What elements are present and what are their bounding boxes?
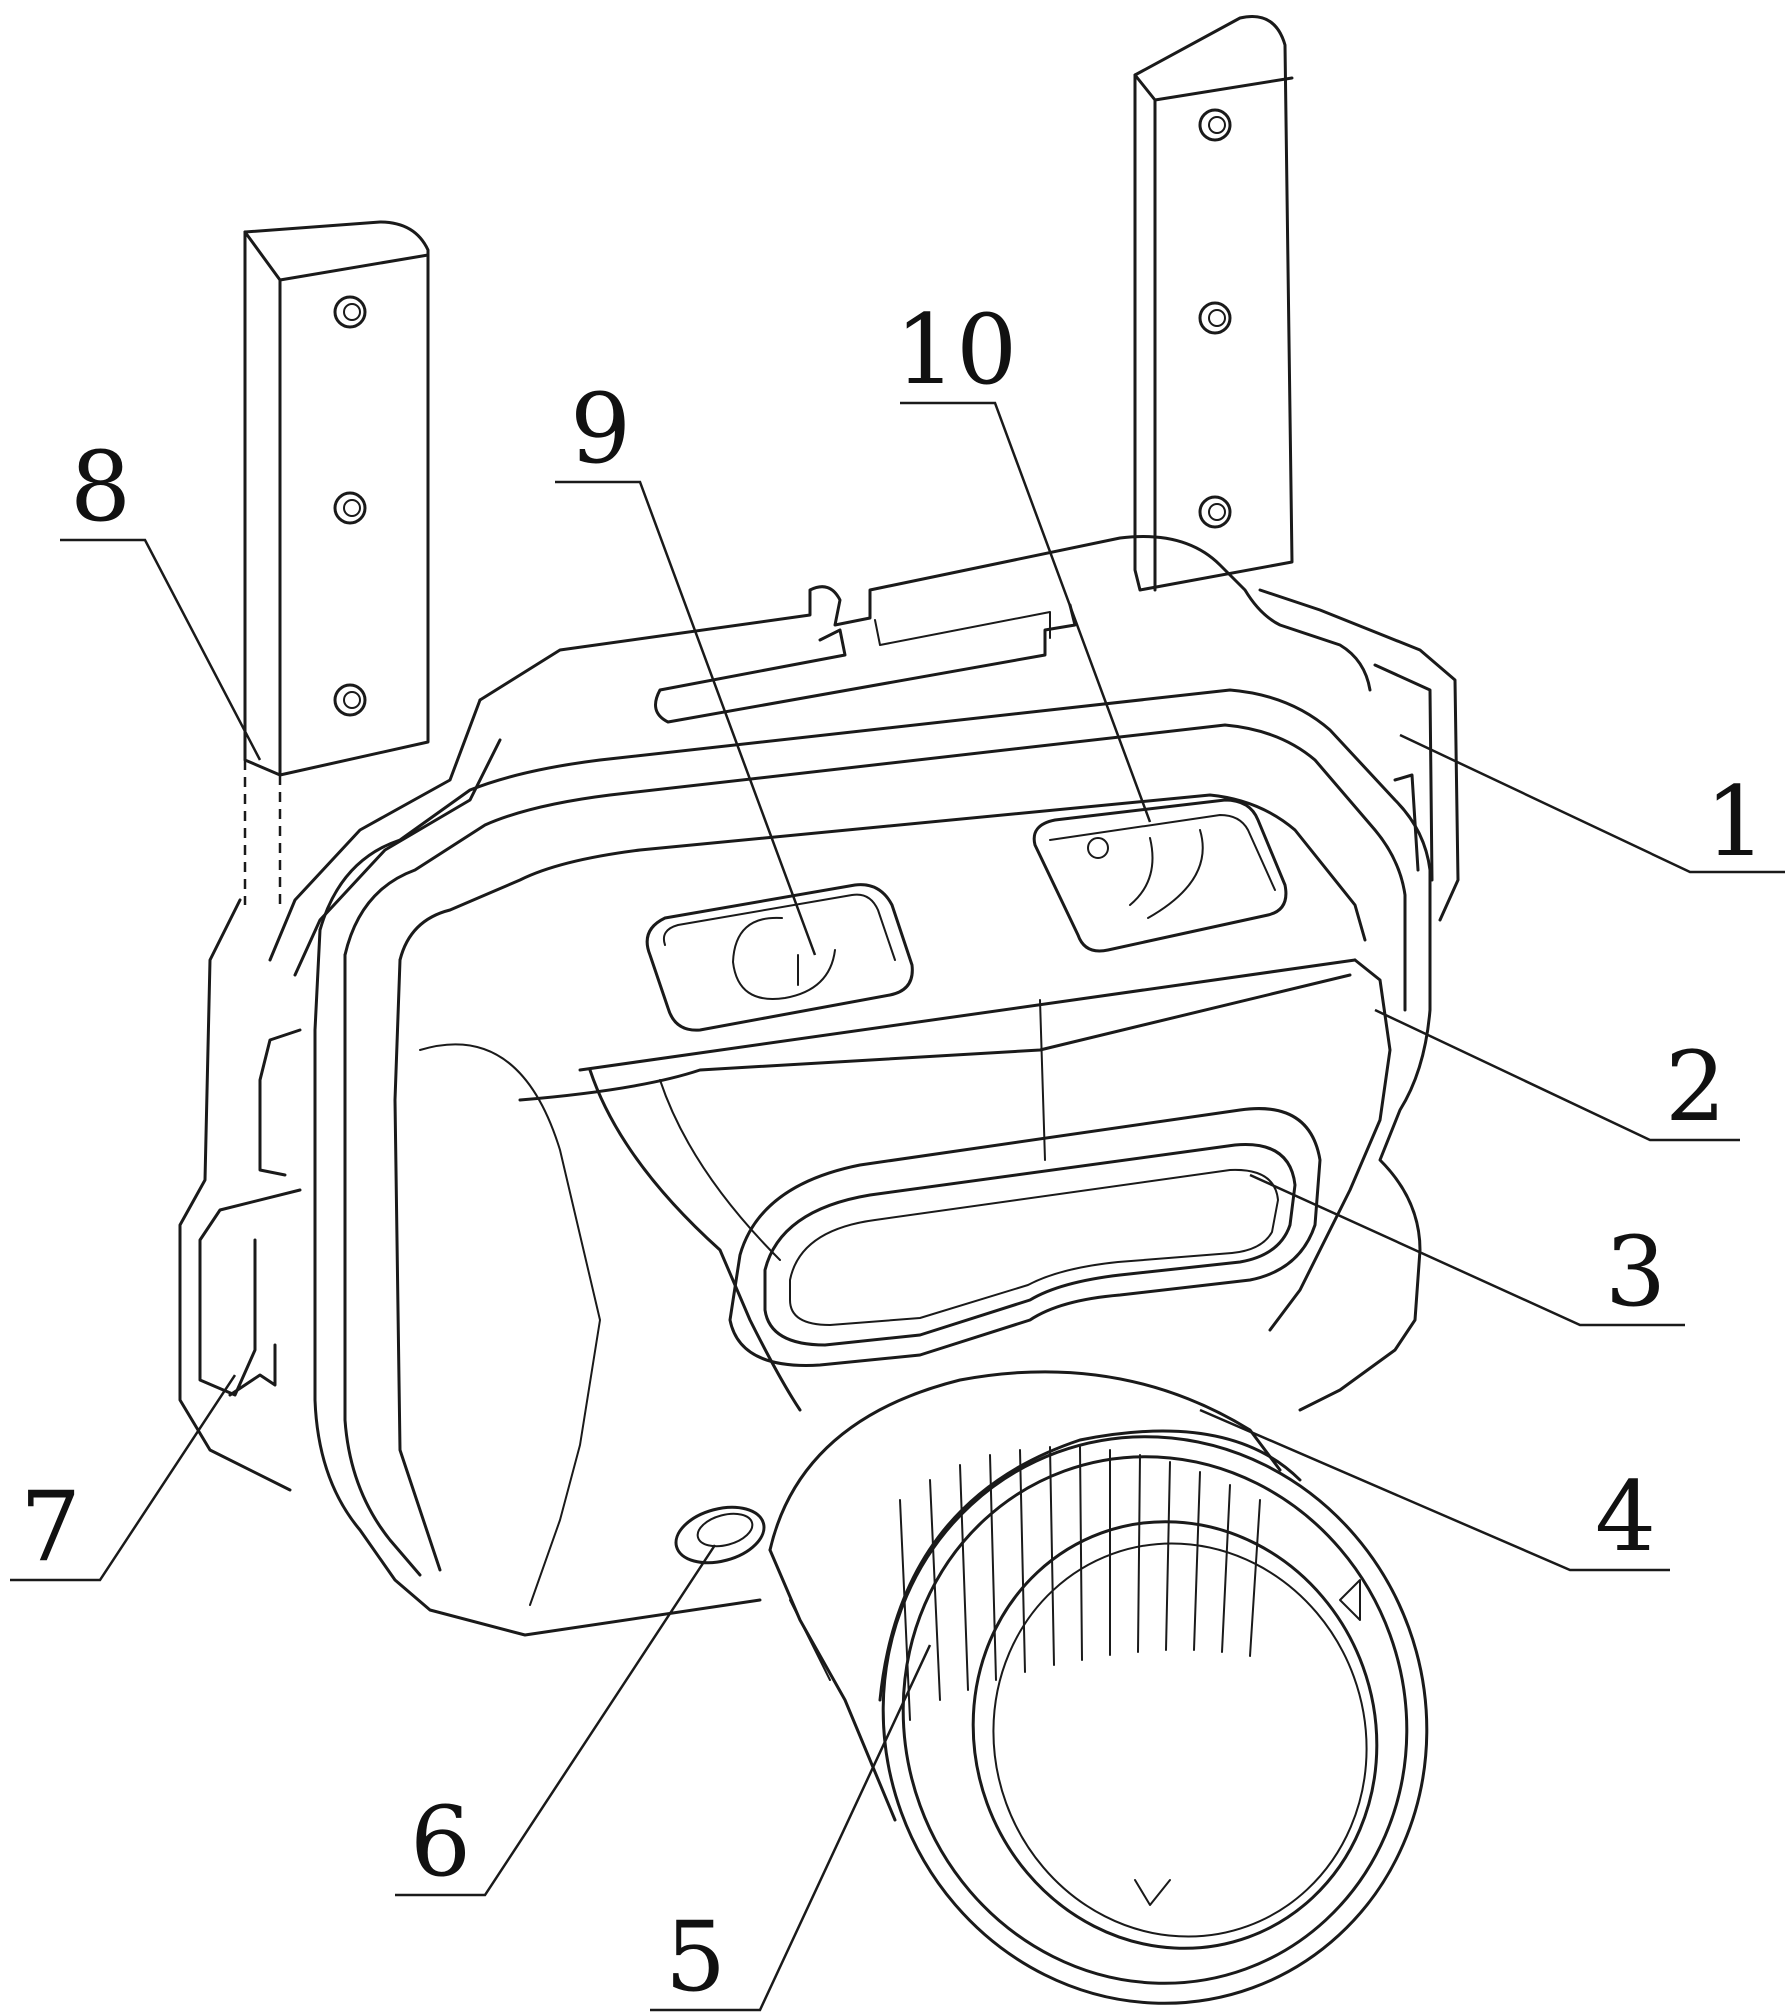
callout-3: 3 xyxy=(1605,1216,1666,1328)
lens-window xyxy=(728,1107,1322,1367)
callout-2: 2 xyxy=(1665,1031,1726,1143)
indicator-button xyxy=(674,1505,766,1565)
power-button xyxy=(645,883,914,1032)
focus-bezel xyxy=(878,1429,1429,2005)
callout-5: 5 xyxy=(665,1901,726,2013)
lamp-head xyxy=(768,1370,1282,1822)
callout-8: 8 xyxy=(70,431,131,543)
leader-lines xyxy=(10,401,1785,2012)
callout-4: 4 xyxy=(1595,1461,1656,1573)
callout-9: 9 xyxy=(570,373,631,485)
rear-bracket xyxy=(178,588,1460,1492)
callout-labels: 1 2 3 4 5 6 7 8 9 10 xyxy=(20,294,1766,2013)
callout-6: 6 xyxy=(410,1786,471,1898)
top-cap xyxy=(268,535,1372,977)
callout-10: 10 xyxy=(895,294,1017,406)
callout-7: 7 xyxy=(20,1471,81,1583)
callout-1: 1 xyxy=(1705,766,1766,878)
mode-button xyxy=(1032,798,1288,953)
right-mount-plate xyxy=(1133,15,1294,592)
left-mount-plate xyxy=(243,220,430,905)
main-housing xyxy=(313,688,1432,1637)
